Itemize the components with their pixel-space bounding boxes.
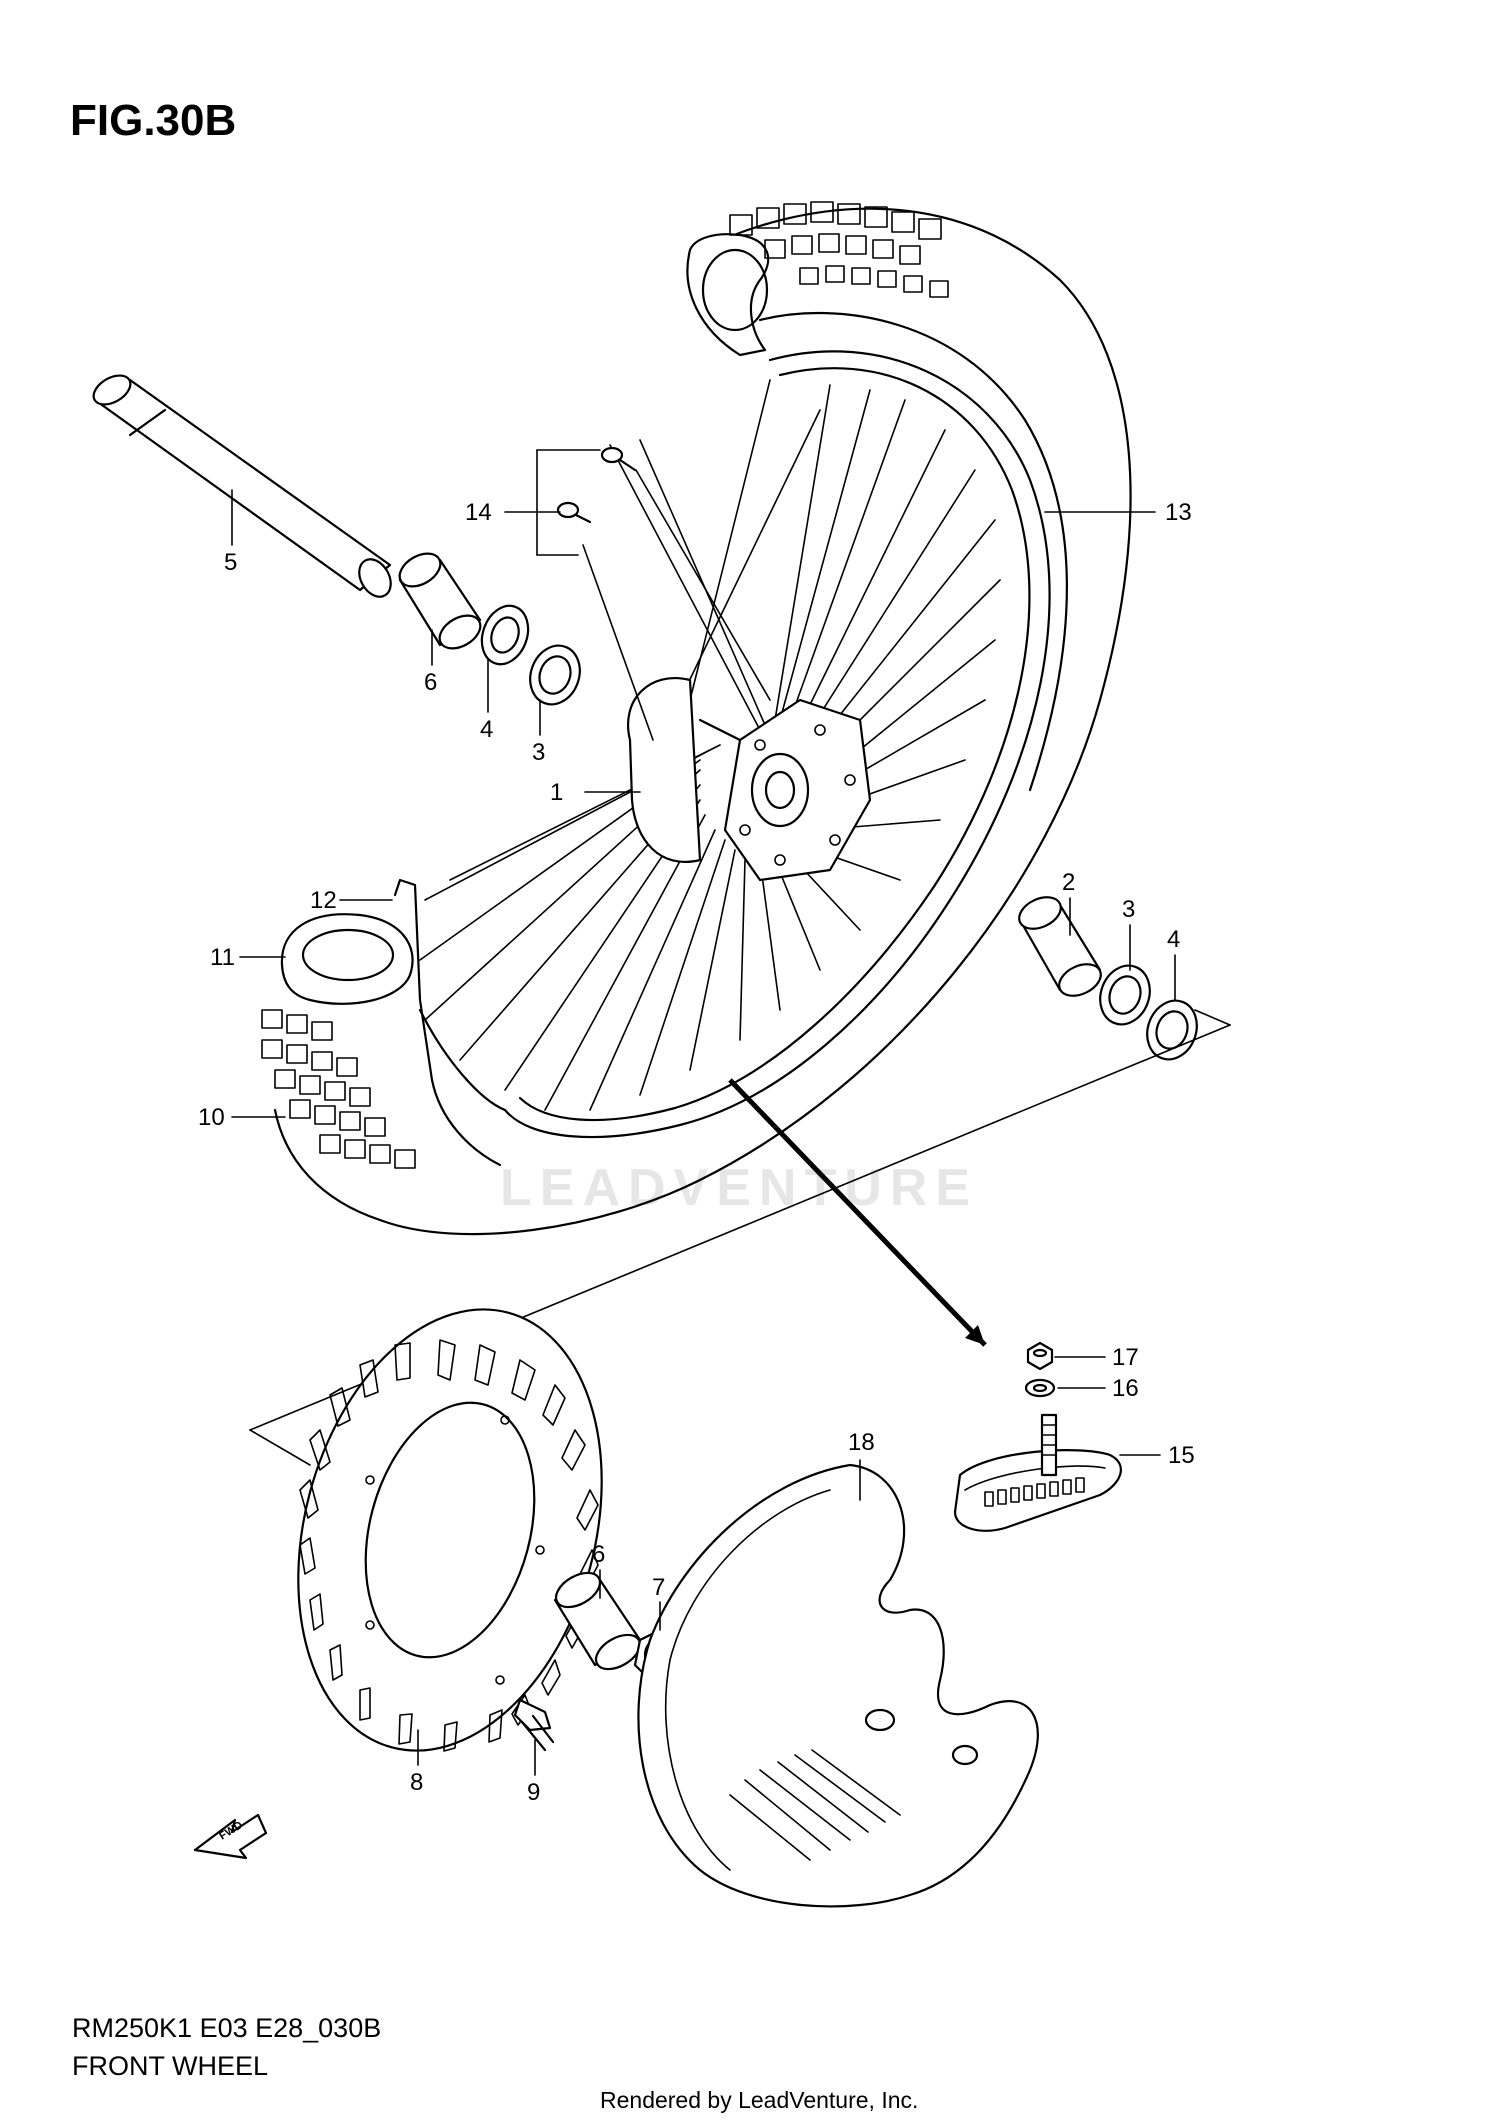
callout-8: 8 <box>410 1769 423 1796</box>
watermark-text: LEADVENTURE <box>500 1159 978 1217</box>
axle-drawing <box>92 374 392 598</box>
seal-right-drawing <box>1146 999 1198 1061</box>
disc-bolt-drawing <box>513 1698 555 1752</box>
callout-6-upper: 6 <box>424 669 437 696</box>
disc-cover-drawing <box>637 1463 1039 1908</box>
callout-1: 1 <box>550 779 563 806</box>
callout-16: 16 <box>1112 1375 1139 1402</box>
callout-10: 10 <box>198 1104 225 1131</box>
model-code: RM250K1 E03 E28_030B <box>72 2013 381 2043</box>
callout-3-right: 3 <box>1122 896 1135 923</box>
callout-labels: 1 2 3 3 4 4 5 6 6 7 8 9 10 11 12 13 14 1… <box>198 499 1195 1806</box>
callout-2: 2 <box>1062 869 1075 896</box>
seal-upper-drawing <box>480 604 530 666</box>
collar-lower-drawing <box>553 1571 642 1671</box>
spokes <box>419 379 1001 1111</box>
footer-credit: Rendered by LeadVenture, Inc. <box>600 2087 918 2113</box>
callout-15: 15 <box>1168 1442 1195 1469</box>
tire-outline <box>273 201 1132 1236</box>
callout-3-upper: 3 <box>532 739 545 766</box>
callout-14: 14 <box>465 499 492 526</box>
callout-9: 9 <box>527 1779 540 1806</box>
callout-4-upper: 4 <box>480 716 493 743</box>
callout-7: 7 <box>652 1574 665 1601</box>
bearing-right-drawing <box>1099 964 1151 1026</box>
tube-drawing <box>280 913 414 1005</box>
callout-6-lower: 6 <box>592 1541 605 1568</box>
rim-drawing <box>418 350 1051 1139</box>
callout-12: 12 <box>310 887 337 914</box>
callout-5: 5 <box>224 549 237 576</box>
spoke-parts-drawing <box>556 446 771 741</box>
nut-drawing <box>1026 1341 1054 1371</box>
callout-11: 11 <box>210 944 235 971</box>
collar-upper-drawing <box>398 552 482 650</box>
brake-disc-drawing <box>297 1308 603 1752</box>
rim-band-drawing <box>393 878 502 1167</box>
figure-caption: FRONT WHEEL <box>72 2051 268 2081</box>
washer-drawing <box>1024 1378 1056 1398</box>
fwd-arrow-icon: FWD <box>193 1813 268 1860</box>
spacer-drawing <box>1018 896 1102 997</box>
rim-lock-drawing <box>953 1413 1122 1532</box>
callout-13: 13 <box>1165 499 1192 526</box>
lower-tire-tread <box>261 1009 416 1169</box>
bearing-upper-drawing <box>529 644 581 706</box>
callout-18: 18 <box>848 1429 875 1456</box>
figure-title: FIG.30B <box>70 96 236 145</box>
callout-4-right: 4 <box>1167 926 1180 953</box>
callout-leaders <box>231 449 1176 1776</box>
callout-17: 17 <box>1112 1344 1139 1371</box>
hub-drawing <box>627 677 872 882</box>
